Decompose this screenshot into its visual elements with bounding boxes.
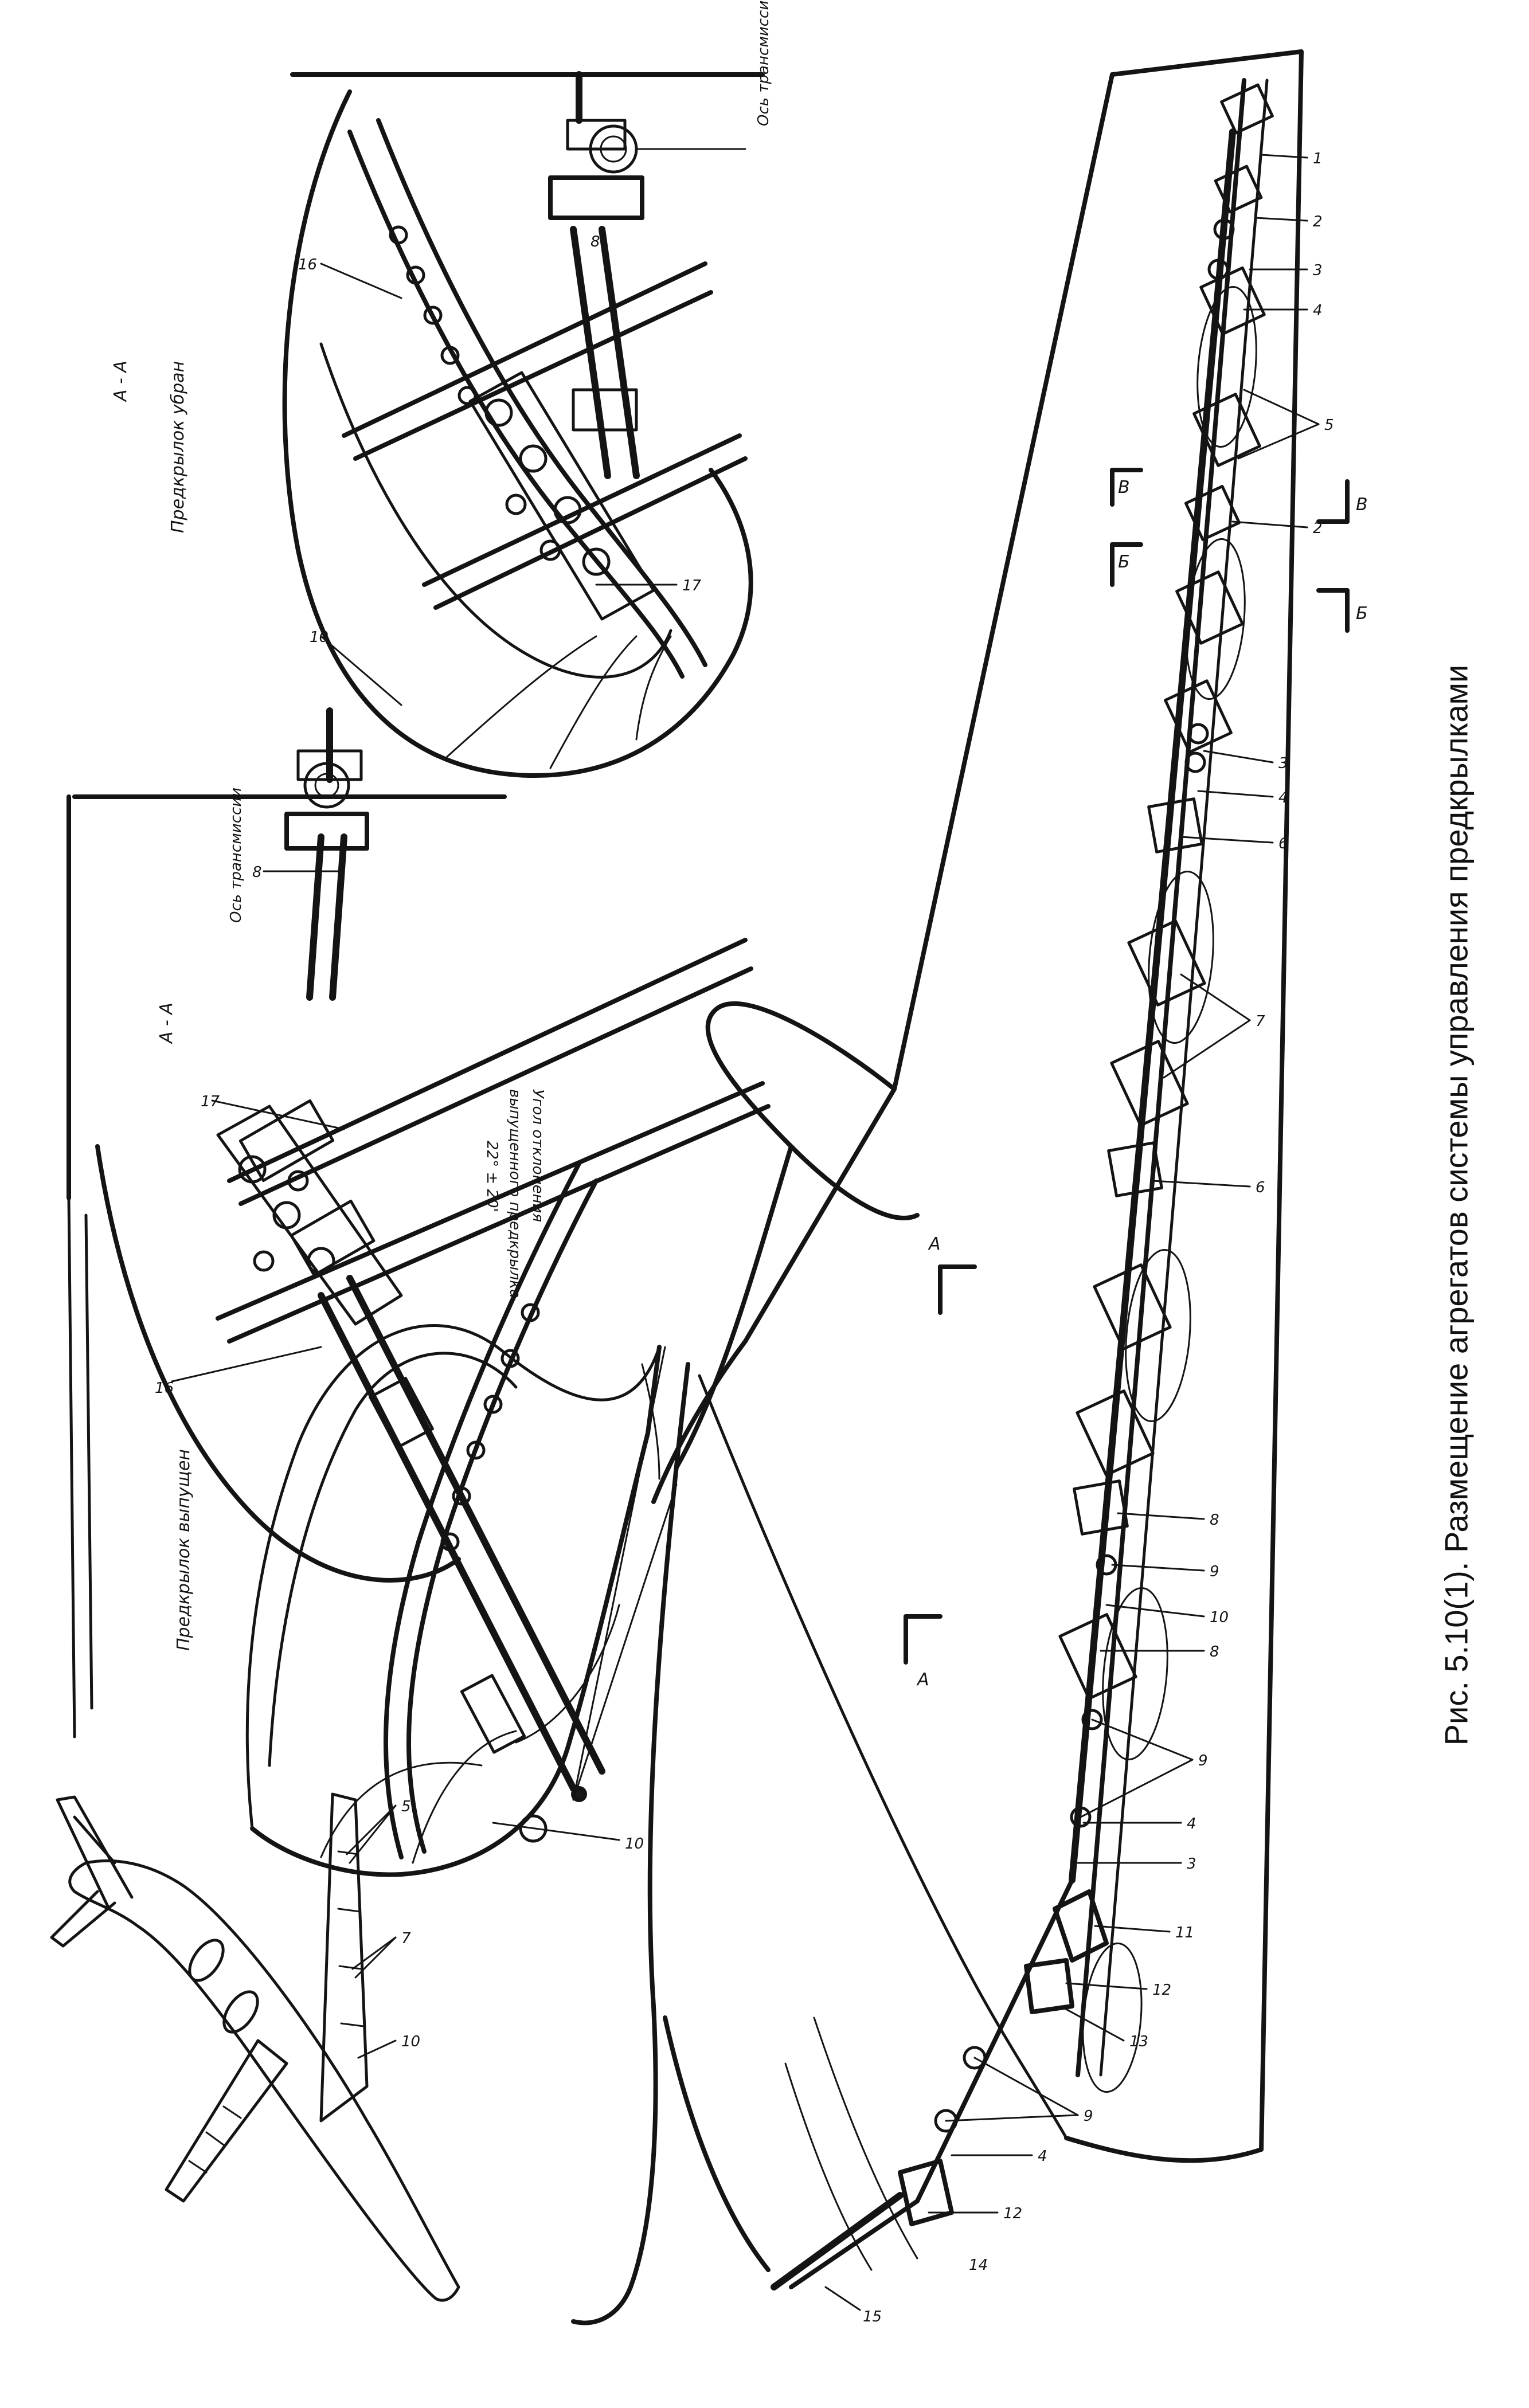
callout-6-a: 6 xyxy=(1278,835,1288,852)
callout-8-b: 8 xyxy=(1210,1643,1219,1661)
callout-3-a: 3 xyxy=(1313,262,1323,279)
callout-7: 7 xyxy=(1256,1013,1265,1030)
deployed-title: Предкрылок выпущен xyxy=(174,1449,194,1651)
section-mark-a-1: А xyxy=(928,1234,941,1254)
callout-4-c: 4 xyxy=(1187,1815,1196,1833)
figure-caption: Рис. 5.10(1). Размещение агрегатов систе… xyxy=(1438,664,1475,1746)
section-retracted-view xyxy=(72,71,765,799)
deployed-axis-label: Ось трансмиссии xyxy=(228,788,245,923)
section-mark-v-2: В xyxy=(1356,495,1368,515)
callout-10: 10 xyxy=(1210,1609,1229,1626)
section-mark-b-2: Б xyxy=(1356,604,1368,624)
callout-8-a: 8 xyxy=(1210,1512,1219,1529)
callout-14: 14 xyxy=(969,2257,988,2274)
callout-7-thumb: 7 xyxy=(401,1930,411,1947)
callout-5: 5 xyxy=(1324,417,1334,434)
callout-13: 13 xyxy=(1129,2033,1148,2050)
callout-3-b: 3 xyxy=(1278,755,1288,772)
callout-8-retracted: 8 xyxy=(591,233,600,250)
callout-4-d: 4 xyxy=(1038,2148,1047,2165)
retracted-title: Предкрылок убран xyxy=(168,361,188,533)
deployed-angle-label-2: выпущенного предкрылка xyxy=(506,1089,523,1298)
callout-10-retracted: 10 xyxy=(310,629,329,646)
callout-9-c: 9 xyxy=(1084,2108,1093,2125)
deployed-section-label: А - А xyxy=(157,1003,177,1044)
deployed-angle-value: 22° ± 20' xyxy=(483,1141,500,1212)
callout-15: 15 xyxy=(863,2308,882,2325)
retracted-section-label: А - А xyxy=(111,361,131,402)
callout-9-a: 9 xyxy=(1210,1563,1219,1580)
aircraft-overview xyxy=(50,1792,460,2302)
callout-16-retracted: 16 xyxy=(298,256,317,273)
callout-10-deployed: 10 xyxy=(625,1835,644,1853)
section-deployed-view xyxy=(67,707,771,1877)
callout-17-retracted: 17 xyxy=(682,577,702,594)
callout-9-b: 9 xyxy=(1198,1752,1208,1769)
main-wing-assembly xyxy=(571,49,1350,2325)
callout-2-b: 2 xyxy=(1313,520,1323,537)
callout-10-thumb: 10 xyxy=(401,2033,420,2050)
callout-4-a: 4 xyxy=(1313,302,1323,319)
callout-8-deployed: 8 xyxy=(252,864,262,881)
callout-1: 1 xyxy=(1313,150,1323,167)
section-mark-b-1: Б xyxy=(1118,552,1130,572)
retracted-axis-label: Ось трансмиссии xyxy=(755,0,772,126)
callout-6-b: 6 xyxy=(1256,1179,1265,1196)
callout-16-deployed: 16 xyxy=(155,1380,174,1397)
deployed-angle-label-1: Угол отклонения xyxy=(529,1089,546,1222)
caption-area: Рис. 5.10(1). Размещение агрегатов систе… xyxy=(1399,0,1514,2408)
callout-2-a: 2 xyxy=(1313,213,1323,230)
callout-11: 11 xyxy=(1175,1924,1194,1941)
callout-17-deployed: 17 xyxy=(201,1093,220,1110)
callout-3-c: 3 xyxy=(1187,1855,1196,1873)
section-mark-v-1: В xyxy=(1118,477,1130,498)
callout-12-b: 12 xyxy=(1003,2205,1022,2222)
section-mark-a-2: А xyxy=(916,1670,929,1690)
callout-4-b: 4 xyxy=(1278,789,1288,806)
callout-12-a: 12 xyxy=(1152,1982,1171,1999)
callout-5-thumb: 5 xyxy=(401,1798,411,1815)
